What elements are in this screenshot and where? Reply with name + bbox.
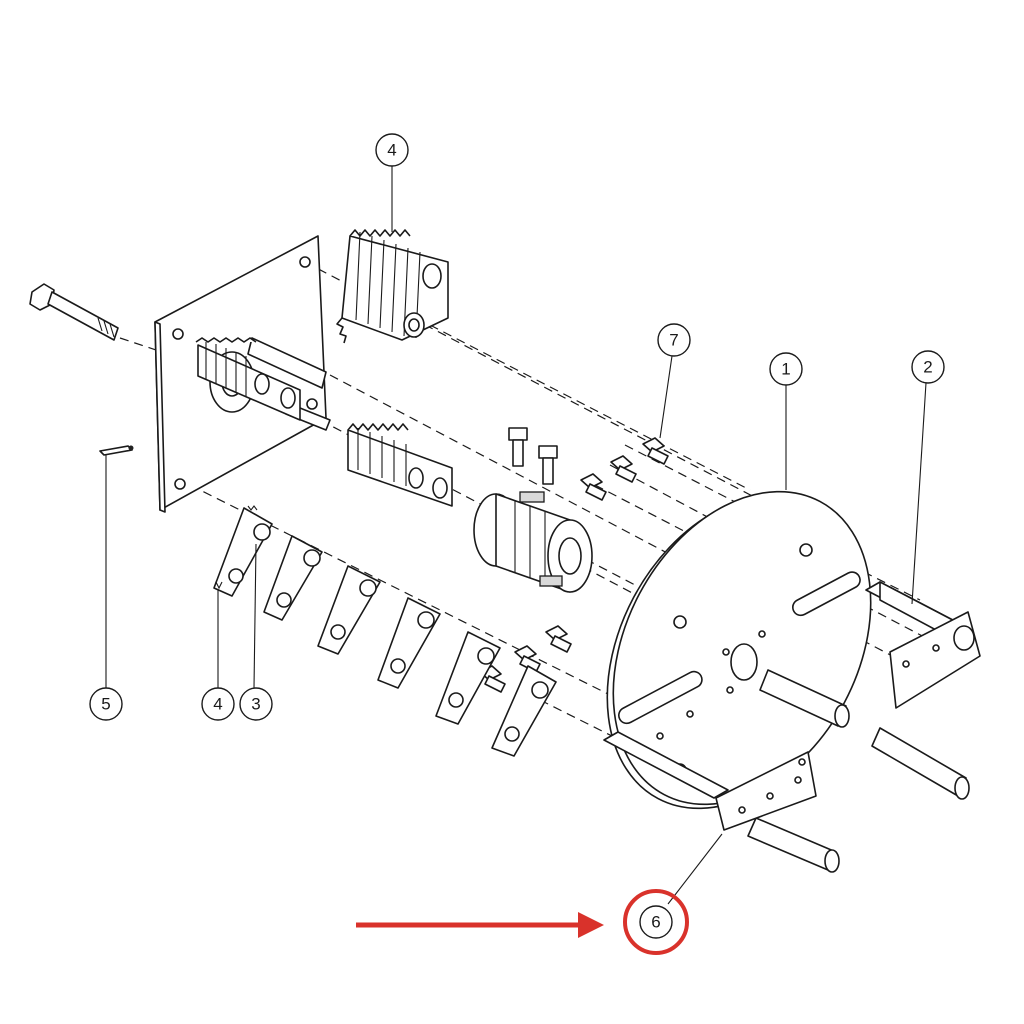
callout-label: 2 (923, 358, 932, 377)
callout-label: 1 (781, 360, 790, 379)
callout-3: 3 (239, 687, 273, 721)
bracket-bottom (603, 731, 817, 831)
mounting-plate (154, 235, 331, 513)
callout-label: 4 (387, 141, 396, 160)
gear-stack-middle (347, 423, 453, 507)
main-disc (606, 490, 872, 810)
callout-4-bottom: 4 (201, 687, 235, 721)
callout-7: 7 (657, 323, 691, 357)
coupling-hub (473, 427, 593, 593)
bracket-right (865, 581, 981, 709)
callout-4-top: 4 (375, 133, 409, 167)
callout-label: 4 (213, 695, 222, 714)
cotter-pin (99, 445, 134, 688)
long-bolt (29, 283, 119, 341)
callout-2: 2 (911, 350, 945, 384)
guide-pins (747, 669, 970, 873)
cap-screws (479, 437, 669, 693)
link-plates (213, 505, 557, 757)
callout-6: 6 (639, 905, 673, 939)
leader-lines (217, 166, 927, 905)
callout-label: 6 (651, 913, 660, 932)
gear-stack-top (336, 229, 449, 344)
highlight-arrow-head (578, 912, 604, 938)
callout-1: 1 (769, 352, 803, 386)
callout-label: 7 (669, 331, 678, 350)
highlight-ring (623, 889, 689, 955)
callout-label: 3 (251, 695, 260, 714)
callout-5: 5 (89, 687, 123, 721)
highlight-annotation (356, 889, 689, 955)
callout-label: 5 (101, 695, 110, 714)
